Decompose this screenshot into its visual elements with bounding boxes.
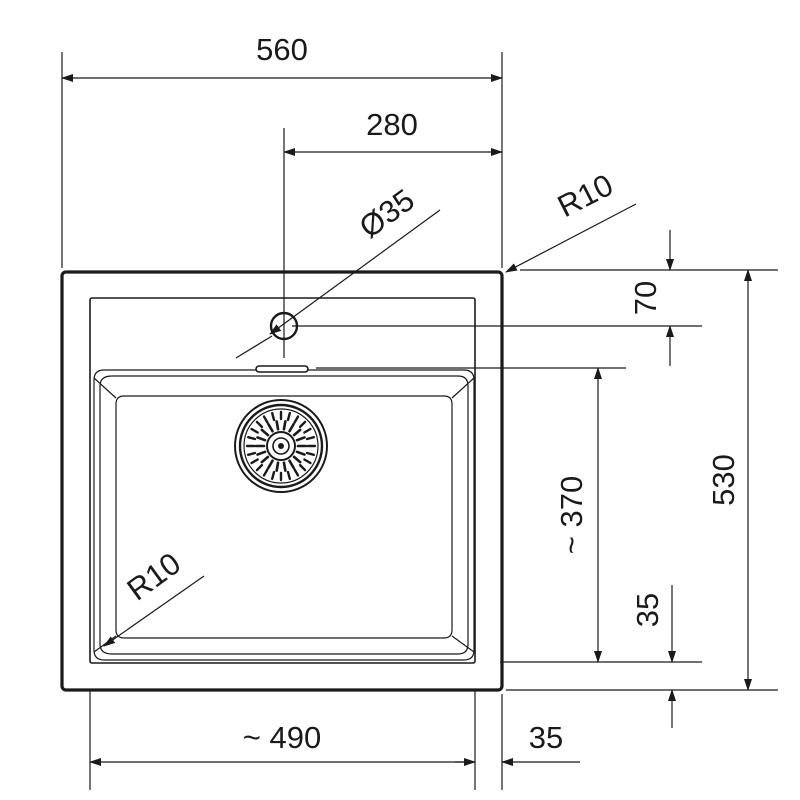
label-bowl-width: ~ 490 <box>243 720 321 755</box>
strainer-slot <box>303 427 312 434</box>
bowl-corner-bevel-tl <box>93 377 117 399</box>
strainer-slot <box>288 459 295 469</box>
leader-tap-diameter <box>269 209 441 335</box>
overflow-slot <box>255 365 309 373</box>
strainer-slot <box>286 470 291 481</box>
strainer-slot <box>246 436 257 441</box>
strainer-slot <box>298 420 307 429</box>
strainer-slot <box>267 423 274 433</box>
strainer-slot <box>260 455 270 464</box>
bowl-outer-edge <box>93 369 475 661</box>
label-tap-offset: 280 <box>366 107 418 142</box>
strainer-slot <box>267 459 274 469</box>
bowl-corner-bevel-bl <box>93 635 117 653</box>
strainer-slot <box>292 428 302 437</box>
strainer-slot <box>246 451 257 456</box>
leader-tap-diameter-tail <box>235 335 273 359</box>
bowl-slope-edge <box>99 375 469 655</box>
extension-lines <box>61 52 778 790</box>
strainer-slot <box>286 411 291 422</box>
strainer-slot <box>298 463 307 472</box>
strainer-slot <box>282 461 287 472</box>
strainer-slot <box>275 420 280 431</box>
strainer-slot <box>305 436 316 441</box>
label-overall-width: 560 <box>256 32 308 67</box>
strainer-slot <box>262 468 269 477</box>
drain-strainer <box>234 399 328 493</box>
label-tap-hole-diameter: Ø35 <box>353 182 421 245</box>
bowl-floor-edge <box>115 395 453 639</box>
dimension-labels: 560 280 Ø35 R10 70 530 ~ 370 35 ~ 490 35… <box>121 32 741 755</box>
strainer-slot <box>295 436 306 442</box>
sink-inner-deck <box>89 297 476 664</box>
label-side-rim: 35 <box>529 720 563 755</box>
strainer-slot <box>256 450 267 456</box>
strainer-slot <box>295 450 306 456</box>
strainer-slot <box>293 468 300 477</box>
sink-outer-rim <box>60 270 504 692</box>
label-bottom-rim: 35 <box>630 593 665 627</box>
strainer-slot <box>282 420 287 431</box>
dimension-lines <box>61 74 752 766</box>
strainer-slot <box>303 458 312 465</box>
label-tap-to-top: 70 <box>628 281 663 315</box>
strainer-slot <box>256 436 267 442</box>
strainer-slot <box>250 427 259 434</box>
strainer-slot <box>255 420 264 429</box>
strainer-slot <box>288 423 295 433</box>
strainer-slot <box>260 428 270 437</box>
leader-r10-outer <box>505 203 637 273</box>
label-corner-radius-bowl: R10 <box>121 546 188 608</box>
label-bowl-depth: ~ 370 <box>554 476 589 554</box>
label-corner-radius-outer: R10 <box>552 167 619 224</box>
strainer-slot <box>271 470 276 481</box>
leader-r10-bowl <box>103 575 205 647</box>
strainer-slot <box>271 411 276 422</box>
bowl-corner-bevel-br <box>451 635 475 653</box>
strainer-slot <box>305 451 316 456</box>
label-overall-depth: 530 <box>706 454 741 506</box>
strainer-slot <box>262 415 269 424</box>
strainer-slot <box>293 415 300 424</box>
bowl-corner-bevel-tr <box>451 377 475 399</box>
strainer-slot <box>275 461 280 472</box>
strainer-slot <box>255 463 264 472</box>
strainer-slot <box>292 455 302 464</box>
strainer-slot <box>250 458 259 465</box>
